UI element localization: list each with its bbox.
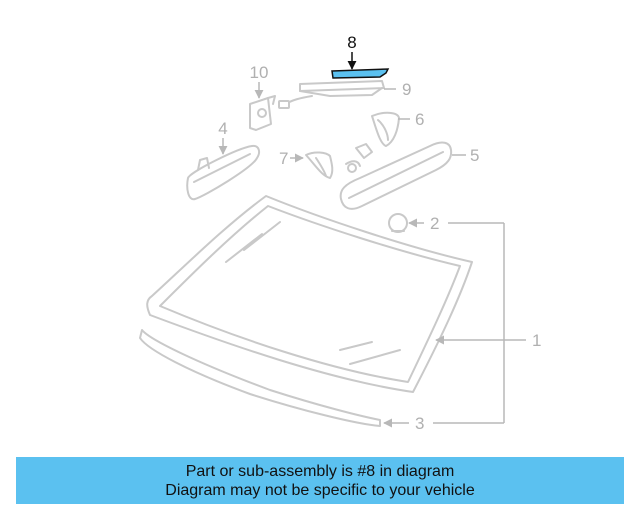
part-1-windshield[interactable]: [146, 195, 526, 423]
banner-line-2: Diagram may not be specific to your vehi…: [165, 482, 475, 499]
callout-7[interactable]: 7: [279, 149, 288, 168]
callout-10[interactable]: 10: [250, 63, 269, 82]
callout-8[interactable]: 8: [347, 33, 356, 52]
banner-line-1: Part or sub-assembly is #8 in diagram: [185, 463, 455, 480]
part-6-cover[interactable]: [371, 111, 410, 147]
part-10-bracket[interactable]: [249, 82, 276, 131]
callout-6[interactable]: 6: [415, 110, 424, 129]
part-4-inside-mirror[interactable]: [186, 138, 261, 201]
callout-5[interactable]: 5: [470, 146, 479, 165]
callout-9[interactable]: 9: [402, 80, 411, 99]
callout-1[interactable]: 1: [532, 331, 541, 350]
part-5-inside-mirror[interactable]: [339, 141, 466, 210]
callout-2[interactable]: 2: [430, 214, 439, 233]
info-banner: Part or sub-assembly is #8 in diagram Di…: [16, 457, 624, 504]
part-8-highlighted[interactable]: [331, 52, 390, 79]
part-9-console[interactable]: [278, 80, 396, 109]
callout-3[interactable]: 3: [415, 414, 424, 433]
part-3-moulding[interactable]: [139, 329, 504, 428]
part-7-cover[interactable]: [290, 151, 334, 179]
parts-diagram: 8 9 10 4 6 7: [139, 33, 541, 433]
part-2-clip[interactable]: [388, 213, 504, 233]
callout-4[interactable]: 4: [218, 119, 227, 138]
